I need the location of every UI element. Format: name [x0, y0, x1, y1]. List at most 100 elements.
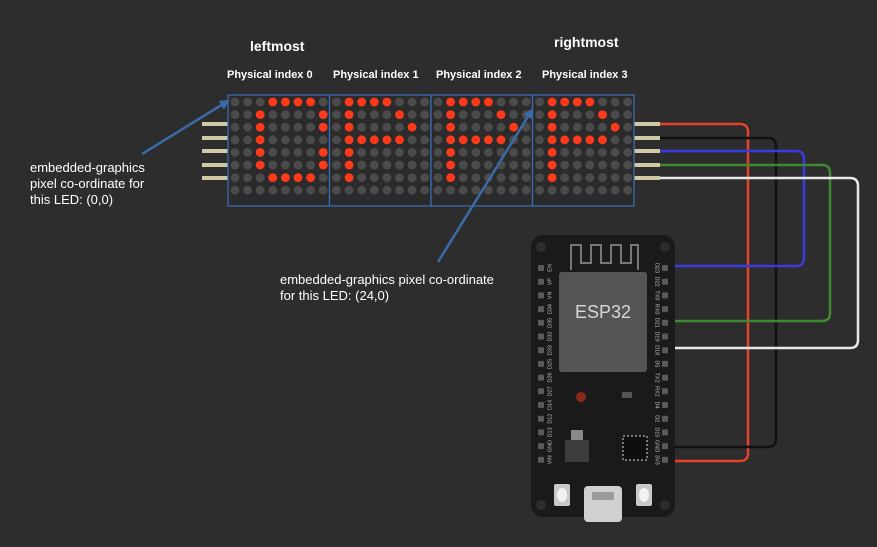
- led-off: [407, 97, 417, 107]
- led-off: [420, 173, 430, 183]
- led-off: [306, 110, 315, 119]
- pin-pad[interactable]: [662, 347, 668, 354]
- pin-pad[interactable]: [662, 429, 668, 436]
- led-on: [306, 173, 315, 183]
- led-on: [572, 135, 582, 145]
- led-off: [230, 160, 240, 170]
- pin-pad[interactable]: [662, 374, 668, 381]
- pin-label: D23: [654, 263, 660, 273]
- led-off: [243, 122, 253, 132]
- led-off: [572, 185, 582, 195]
- origin-led-annotation: embedded-graphics pixel co-ordinate for …: [30, 160, 190, 208]
- pin-pad[interactable]: [662, 278, 668, 285]
- origin-annotation-line-3: this LED: (0,0): [30, 192, 114, 207]
- pin-pad[interactable]: [538, 388, 544, 395]
- pin-pad[interactable]: [538, 456, 544, 463]
- pin-pad[interactable]: [538, 265, 544, 271]
- led-off: [420, 122, 430, 132]
- pin-label: D35: [547, 318, 553, 328]
- pin-pad[interactable]: [538, 319, 544, 326]
- pin-pad[interactable]: [538, 292, 544, 299]
- led-off: [407, 185, 417, 195]
- led-off: [293, 185, 303, 195]
- origin-annotation-line-1: embedded-graphics: [30, 160, 145, 175]
- led-off: [293, 122, 303, 132]
- pin-pad[interactable]: [538, 402, 544, 408]
- led-off: [560, 148, 570, 157]
- led-on: [598, 110, 607, 119]
- pin-label: D33: [547, 345, 553, 355]
- physical-index-2-label: Physical index 2: [436, 69, 522, 81]
- led-off: [458, 173, 468, 183]
- led-off: [281, 160, 290, 170]
- led-off: [382, 160, 392, 170]
- led-off: [255, 97, 265, 107]
- mounting-hole: [536, 500, 546, 510]
- matrix-module-1: [328, 94, 432, 207]
- mounting-hole: [660, 242, 670, 252]
- led-off: [268, 135, 278, 145]
- led-off: [255, 173, 265, 183]
- pin-label: EN: [547, 264, 553, 272]
- led-off: [572, 110, 582, 119]
- led-off: [433, 160, 443, 170]
- led-off: [268, 122, 278, 132]
- pin-pad[interactable]: [662, 265, 668, 271]
- led-off: [572, 148, 582, 157]
- pin-label: TX2: [654, 373, 660, 383]
- led-off: [535, 148, 544, 157]
- pin-pad[interactable]: [662, 402, 668, 408]
- led-off: [610, 110, 620, 119]
- led-off: [395, 160, 404, 170]
- led-off: [560, 160, 570, 170]
- led-on: [344, 110, 354, 119]
- led-off: [369, 160, 379, 170]
- pin-label: D14: [547, 400, 553, 410]
- led-on: [547, 148, 557, 157]
- led-off: [471, 148, 481, 157]
- led-off: [496, 122, 506, 132]
- usb-uart-chip: [622, 435, 648, 461]
- pin-pad[interactable]: [538, 306, 544, 313]
- led-off: [357, 160, 367, 170]
- pin-pad[interactable]: [538, 360, 544, 367]
- en-button[interactable]: [554, 484, 570, 506]
- pin-pad[interactable]: [662, 456, 668, 463]
- pin-label: D12: [547, 414, 553, 424]
- pin-pad[interactable]: [538, 415, 544, 422]
- pin-pad[interactable]: [662, 388, 668, 395]
- pin-pad[interactable]: [662, 415, 668, 422]
- pin-pad[interactable]: [538, 443, 544, 450]
- led-on: [598, 135, 607, 145]
- pin-pad[interactable]: [662, 443, 668, 450]
- pin-pad[interactable]: [662, 292, 668, 299]
- pin-pad[interactable]: [662, 319, 668, 326]
- led-on: [446, 135, 455, 145]
- boot-button[interactable]: [636, 484, 652, 506]
- led-on: [395, 110, 404, 119]
- led-off: [496, 185, 506, 195]
- led-off: [560, 122, 570, 132]
- pin-pad[interactable]: [662, 360, 668, 367]
- led-off: [255, 185, 265, 195]
- pin-pad[interactable]: [538, 278, 544, 285]
- wire-vcc: [660, 122, 750, 463]
- pin-label: VP: [547, 278, 553, 286]
- micro-usb-port[interactable]: [584, 486, 622, 522]
- pin-pad[interactable]: [538, 429, 544, 436]
- pin-pad[interactable]: [662, 333, 668, 340]
- pin-pad[interactable]: [538, 333, 544, 340]
- led-off: [243, 110, 253, 119]
- pin-pad[interactable]: [538, 374, 544, 381]
- led-off: [318, 173, 328, 183]
- pin-label: D32: [547, 331, 553, 341]
- led-off: [407, 135, 417, 145]
- pin-pad[interactable]: [538, 347, 544, 354]
- led-off: [471, 122, 481, 132]
- led-on: [344, 135, 354, 145]
- led-on: [496, 135, 506, 145]
- pin-pad[interactable]: [662, 306, 668, 313]
- led-off: [623, 135, 633, 145]
- led-off: [382, 185, 392, 195]
- led-off: [521, 160, 531, 170]
